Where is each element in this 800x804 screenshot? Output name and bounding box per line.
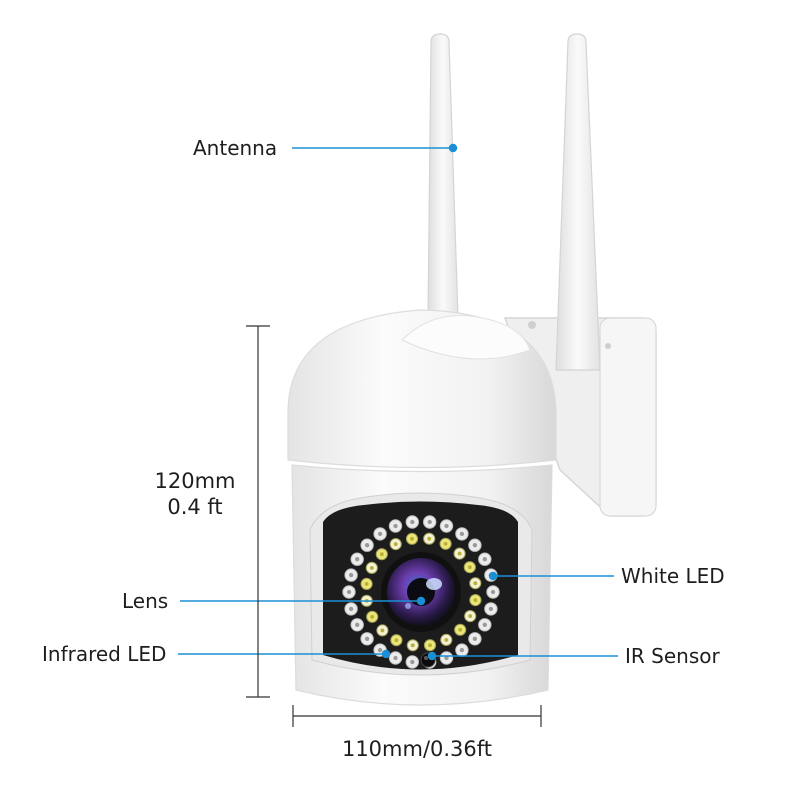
- led-center: [473, 581, 478, 586]
- led-center: [355, 557, 360, 562]
- led-center: [410, 519, 415, 525]
- led-center: [364, 543, 370, 548]
- ir-sensor-callout-dot: [427, 651, 437, 661]
- led-center: [444, 637, 449, 642]
- camera-dome: [287, 309, 557, 469]
- height-mm-text: 120mm: [154, 469, 236, 493]
- white-led-callout-dot: [488, 571, 498, 581]
- led-center: [457, 551, 462, 556]
- led-center: [472, 543, 478, 548]
- led-center: [377, 647, 383, 653]
- led-center: [472, 636, 478, 641]
- infrared-led-label: Infrared LED: [42, 642, 167, 666]
- led-center: [482, 557, 487, 562]
- led-center: [379, 552, 384, 557]
- led-center: [346, 589, 352, 595]
- led-center: [488, 606, 494, 612]
- led-center: [377, 531, 383, 537]
- led-center: [473, 598, 478, 603]
- width-dimension-label: 110mm/0.36ft: [341, 737, 493, 761]
- led-center: [410, 659, 415, 665]
- led-center: [467, 565, 472, 570]
- led-center: [394, 638, 399, 643]
- led-center: [393, 655, 398, 661]
- antenna-label: Antenna: [193, 136, 278, 160]
- camera-lens: [381, 552, 461, 632]
- led-center: [370, 614, 375, 619]
- antenna-callout-dot: [448, 143, 458, 153]
- led-center: [459, 531, 465, 537]
- led-center: [393, 523, 398, 529]
- callout-lines: [178, 143, 618, 661]
- antenna-left: [427, 33, 459, 319]
- lens-label: Lens: [122, 589, 169, 613]
- led-center: [482, 622, 487, 627]
- led-center: [355, 622, 360, 627]
- lens-callout-dot: [416, 596, 426, 606]
- led-center: [380, 628, 385, 633]
- height-dimension: [246, 325, 270, 698]
- led-center: [468, 614, 473, 619]
- led-center: [364, 581, 369, 586]
- led-center: [459, 647, 465, 653]
- led-center: [348, 572, 354, 578]
- led-center: [410, 536, 414, 541]
- led-center: [364, 636, 370, 641]
- led-center: [348, 606, 354, 612]
- led-center: [490, 589, 496, 595]
- led-center: [428, 643, 432, 648]
- led-center: [443, 541, 448, 546]
- led-center: [444, 523, 449, 529]
- infrared-callout-dot: [381, 649, 391, 659]
- antenna-right: [555, 33, 601, 371]
- led-center: [458, 627, 463, 632]
- led-center: [410, 643, 415, 648]
- height-ft-text: 0.4 ft: [167, 495, 223, 520]
- led-center: [444, 655, 449, 661]
- width-dimension: [292, 705, 542, 727]
- height-dimension-label: 120mm 0.4 ft: [140, 468, 250, 521]
- led-center: [369, 565, 374, 570]
- white-led-label: White LED: [621, 564, 725, 588]
- led-center: [427, 536, 432, 541]
- ir-sensor-label: IR Sensor: [625, 644, 720, 668]
- led-center: [427, 519, 432, 525]
- led-center: [393, 542, 398, 547]
